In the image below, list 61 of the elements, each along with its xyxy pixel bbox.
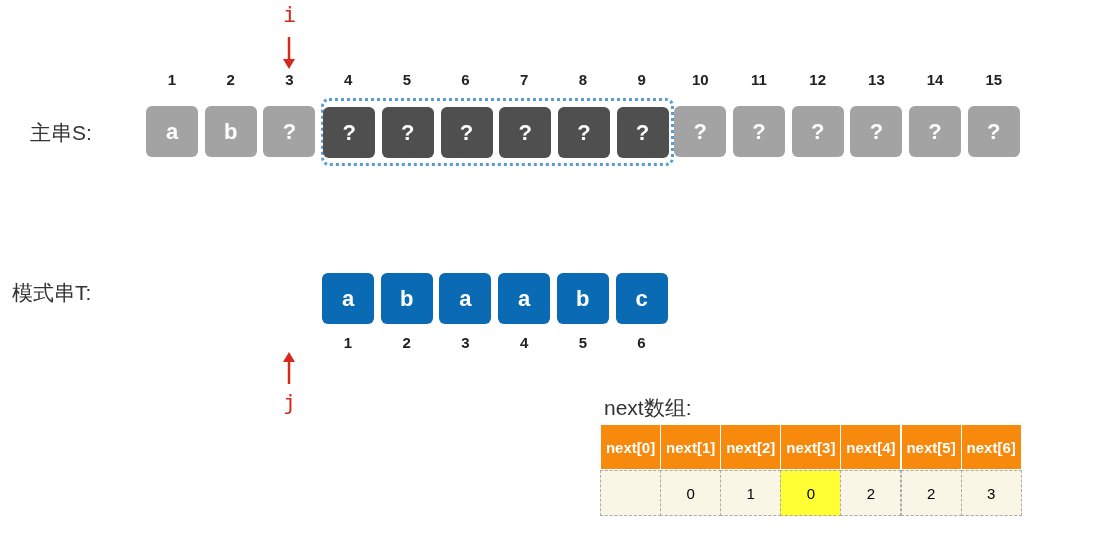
- index-number: 3: [284, 71, 295, 88]
- index-number: 1: [342, 334, 354, 351]
- row-label: 模式串T:: [12, 280, 92, 306]
- table-header-cell: next[6]: [960, 424, 1022, 470]
- char-tile: ?: [850, 106, 903, 157]
- table-cell: 2: [900, 470, 962, 516]
- table-header-cell: next[0]: [600, 424, 662, 470]
- table-header-cell: next[1]: [660, 424, 722, 470]
- char-tile: ?: [381, 107, 434, 158]
- table-header-cell: next[5]: [900, 424, 962, 470]
- pointer-label: j: [283, 390, 297, 415]
- char-tile: ?: [967, 106, 1020, 157]
- index-number: 8: [577, 71, 589, 88]
- index-number: 15: [984, 71, 1004, 88]
- index-number: 12: [808, 71, 828, 88]
- char-tile: ?: [791, 106, 844, 157]
- index-number: 5: [577, 334, 588, 351]
- pointer-label: i: [283, 2, 297, 27]
- table-header-cell: next[3]: [780, 424, 842, 470]
- index-number: 2: [401, 334, 412, 351]
- index-number: 10: [690, 71, 710, 88]
- char-tile: ?: [733, 106, 785, 157]
- char-tile: ?: [499, 107, 552, 158]
- index-number: 9: [636, 71, 647, 88]
- char-tile: a: [439, 273, 492, 324]
- index-number: 13: [867, 71, 886, 88]
- table-cell: 0: [780, 470, 842, 516]
- table-header-cell: next[2]: [720, 424, 782, 470]
- char-tile: ?: [674, 106, 727, 157]
- char-tile: ?: [909, 106, 962, 157]
- char-tile: b: [380, 273, 433, 324]
- index-number: 6: [460, 71, 471, 88]
- char-tile: ?: [440, 107, 493, 158]
- char-tile: a: [322, 273, 374, 324]
- row-label: 主串S:: [30, 120, 92, 146]
- highlight-frame: [321, 98, 674, 166]
- index-number: 5: [401, 71, 412, 88]
- table-cell: 1: [720, 470, 782, 516]
- char-tile: a: [498, 273, 551, 324]
- char-tile: ?: [557, 107, 610, 158]
- index-number: 11: [750, 71, 768, 88]
- index-number: 3: [460, 334, 471, 351]
- index-number: 4: [518, 334, 530, 351]
- char-tile: ?: [263, 106, 316, 157]
- index-number: 2: [225, 71, 236, 88]
- char-tile: b: [556, 273, 609, 324]
- char-tile: c: [615, 273, 668, 324]
- index-number: 14: [925, 71, 945, 88]
- char-tile: a: [146, 106, 198, 157]
- table-cell: 3: [960, 470, 1022, 516]
- index-number: 1: [166, 71, 178, 88]
- table-cell: 2: [840, 470, 902, 516]
- char-tile: b: [204, 106, 257, 157]
- char-tile: ?: [616, 107, 669, 158]
- index-number: 4: [342, 71, 354, 88]
- index-number: 6: [636, 334, 647, 351]
- table-header-cell: next[4]: [840, 424, 902, 470]
- table-title: next数组:: [604, 395, 692, 421]
- index-number: 7: [519, 71, 530, 88]
- char-tile: ?: [323, 107, 376, 158]
- table-cell: 0: [660, 470, 722, 516]
